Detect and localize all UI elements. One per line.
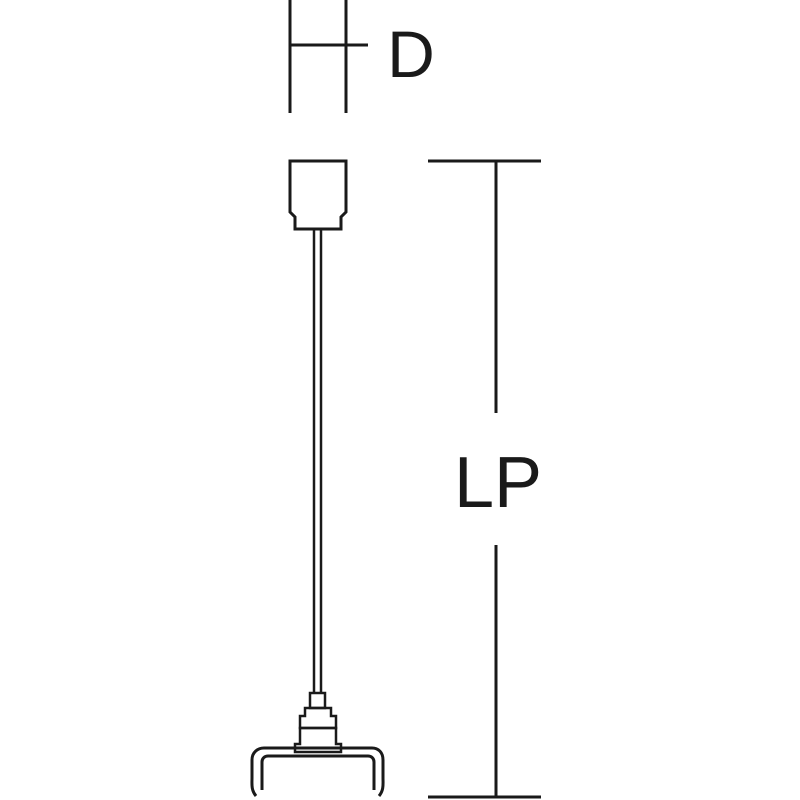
suspension-length-dimension: LP [428,159,542,799]
coupling-base [293,726,343,754]
suspension-length-label: LP [454,443,542,523]
coupling-body [298,706,338,730]
diameter-label: D [387,17,435,91]
suspension-cable [312,229,323,693]
ceiling-canopy [288,159,348,231]
diameter-dimension: D [288,0,435,113]
cable-gripper [308,691,327,710]
